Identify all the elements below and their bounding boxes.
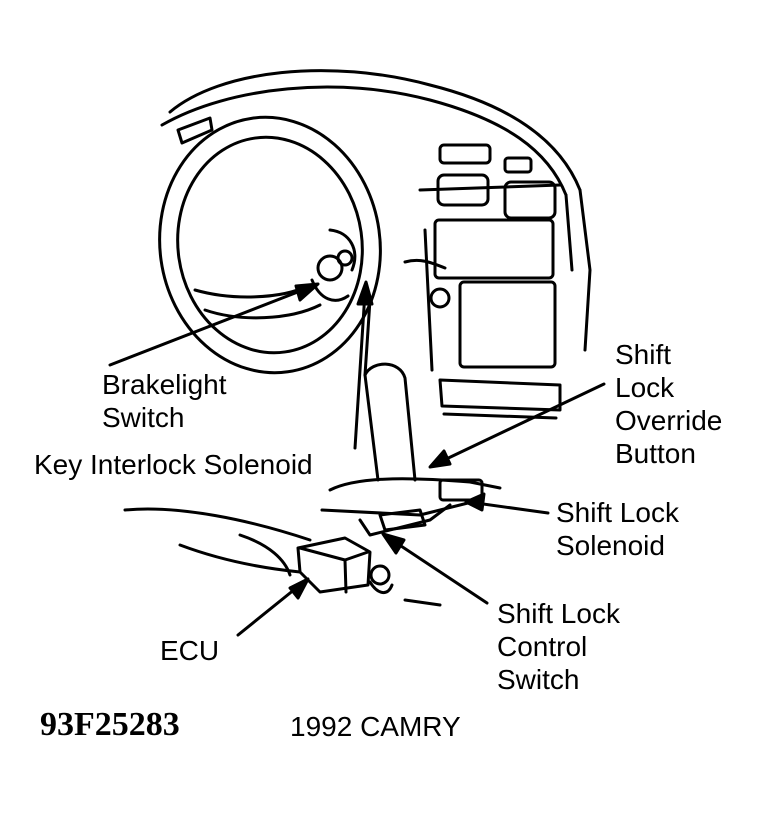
console-shifter: [320, 298, 502, 537]
figure-caption: 1992 CAMRY: [290, 711, 461, 742]
shift-lock-solenoid-label: Shift Lock Solenoid: [556, 496, 679, 562]
control-line1: Shift Lock: [497, 598, 620, 629]
steering-wheel: [158, 115, 382, 375]
dashboard-outline: [160, 69, 592, 352]
center-stack: [403, 143, 562, 420]
shift-lock-override-label: Shift Lock Override Button: [615, 338, 722, 470]
override-line3: Override: [615, 405, 723, 436]
override-line4: Button: [615, 438, 696, 469]
override-line2: Lock: [615, 372, 675, 403]
brakelight-switch-label: Brakelight Switch: [102, 368, 227, 434]
control-line3: Switch: [497, 664, 580, 695]
solenoid-line2: Solenoid: [556, 530, 665, 561]
shift-lock-control-switch-label: Shift Lock Control Switch: [497, 597, 620, 696]
floor-and-ecu: [123, 507, 442, 607]
override-line1: Shift: [615, 339, 672, 370]
brakelight-label-line2: Switch: [102, 402, 185, 433]
figure-code: 93F25283: [40, 706, 180, 743]
brakelight-label-line1: Brakelight: [102, 369, 227, 400]
control-line2: Control: [497, 631, 588, 662]
solenoid-line1: Shift Lock: [556, 497, 679, 528]
key-interlock-solenoid-label: Key Interlock Solenoid: [34, 449, 313, 480]
leader-lines: [108, 280, 606, 637]
ecu-label: ECU: [160, 635, 220, 666]
